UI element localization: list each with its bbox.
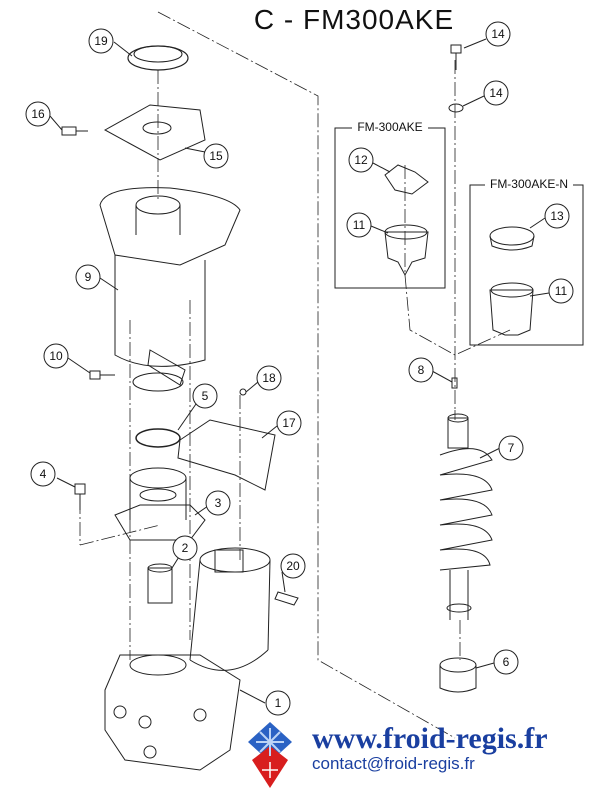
callout-15: 14 xyxy=(483,80,509,106)
callout-16: 14 xyxy=(485,21,511,47)
svg-text:10: 10 xyxy=(49,349,63,363)
callout-8: 8 xyxy=(408,357,434,383)
website-link[interactable]: www.froid-regis.fr xyxy=(312,722,548,755)
callout-20: 20 xyxy=(280,553,306,579)
svg-text:7: 7 xyxy=(508,441,515,455)
svg-text:5: 5 xyxy=(202,389,209,403)
svg-text:3: 3 xyxy=(215,496,222,510)
svg-text:1: 1 xyxy=(275,696,282,710)
callout-9: 9 xyxy=(75,264,101,290)
svg-text:12: 12 xyxy=(354,153,368,167)
callout-1: 1 xyxy=(265,690,291,716)
callout-2: 2 xyxy=(172,535,198,561)
callout-14-left: 12 xyxy=(348,147,374,173)
callout-3: 3 xyxy=(205,490,231,516)
box-label-fm300ake: FM-300AKE xyxy=(357,120,422,134)
svg-text:19: 19 xyxy=(94,34,108,48)
svg-text:13: 13 xyxy=(550,209,564,223)
svg-text:11: 11 xyxy=(555,284,568,298)
svg-text:14: 14 xyxy=(489,86,503,100)
callout-10: 10 xyxy=(43,343,69,369)
svg-text:8: 8 xyxy=(418,363,425,377)
svg-text:6: 6 xyxy=(503,655,510,669)
callout-18: 18 xyxy=(256,365,282,391)
callout-13: 16 xyxy=(25,101,51,127)
callout-6: 6 xyxy=(493,649,519,675)
svg-text:17: 17 xyxy=(282,416,296,430)
svg-text:4: 4 xyxy=(40,467,47,481)
svg-text:18: 18 xyxy=(262,371,276,385)
callout-11-right: 11 xyxy=(548,278,574,304)
contact-email[interactable]: contact@froid-regis.fr xyxy=(312,754,475,773)
callout-5: 5 xyxy=(192,383,218,409)
svg-text:11: 11 xyxy=(353,218,366,232)
callout-17: 17 xyxy=(276,410,302,436)
froid-regis-logo xyxy=(248,722,292,788)
callout-14-right: 13 xyxy=(544,203,570,229)
diagram-title: C - FM300AKE xyxy=(253,4,455,35)
callout-19: 19 xyxy=(88,28,114,54)
box-label-fm300ake-n: FM-300AKE-N xyxy=(490,177,568,191)
callout-11-left: 11 xyxy=(346,212,372,238)
callout-4: 4 xyxy=(30,461,56,487)
callout-7: 7 xyxy=(498,435,524,461)
svg-text:14: 14 xyxy=(491,27,505,41)
svg-text:9: 9 xyxy=(85,270,92,284)
callout-12: 15 xyxy=(203,143,229,169)
svg-text:15: 15 xyxy=(209,149,223,163)
svg-text:16: 16 xyxy=(31,107,45,121)
svg-text:2: 2 xyxy=(182,541,189,555)
svg-text:20: 20 xyxy=(286,559,300,573)
